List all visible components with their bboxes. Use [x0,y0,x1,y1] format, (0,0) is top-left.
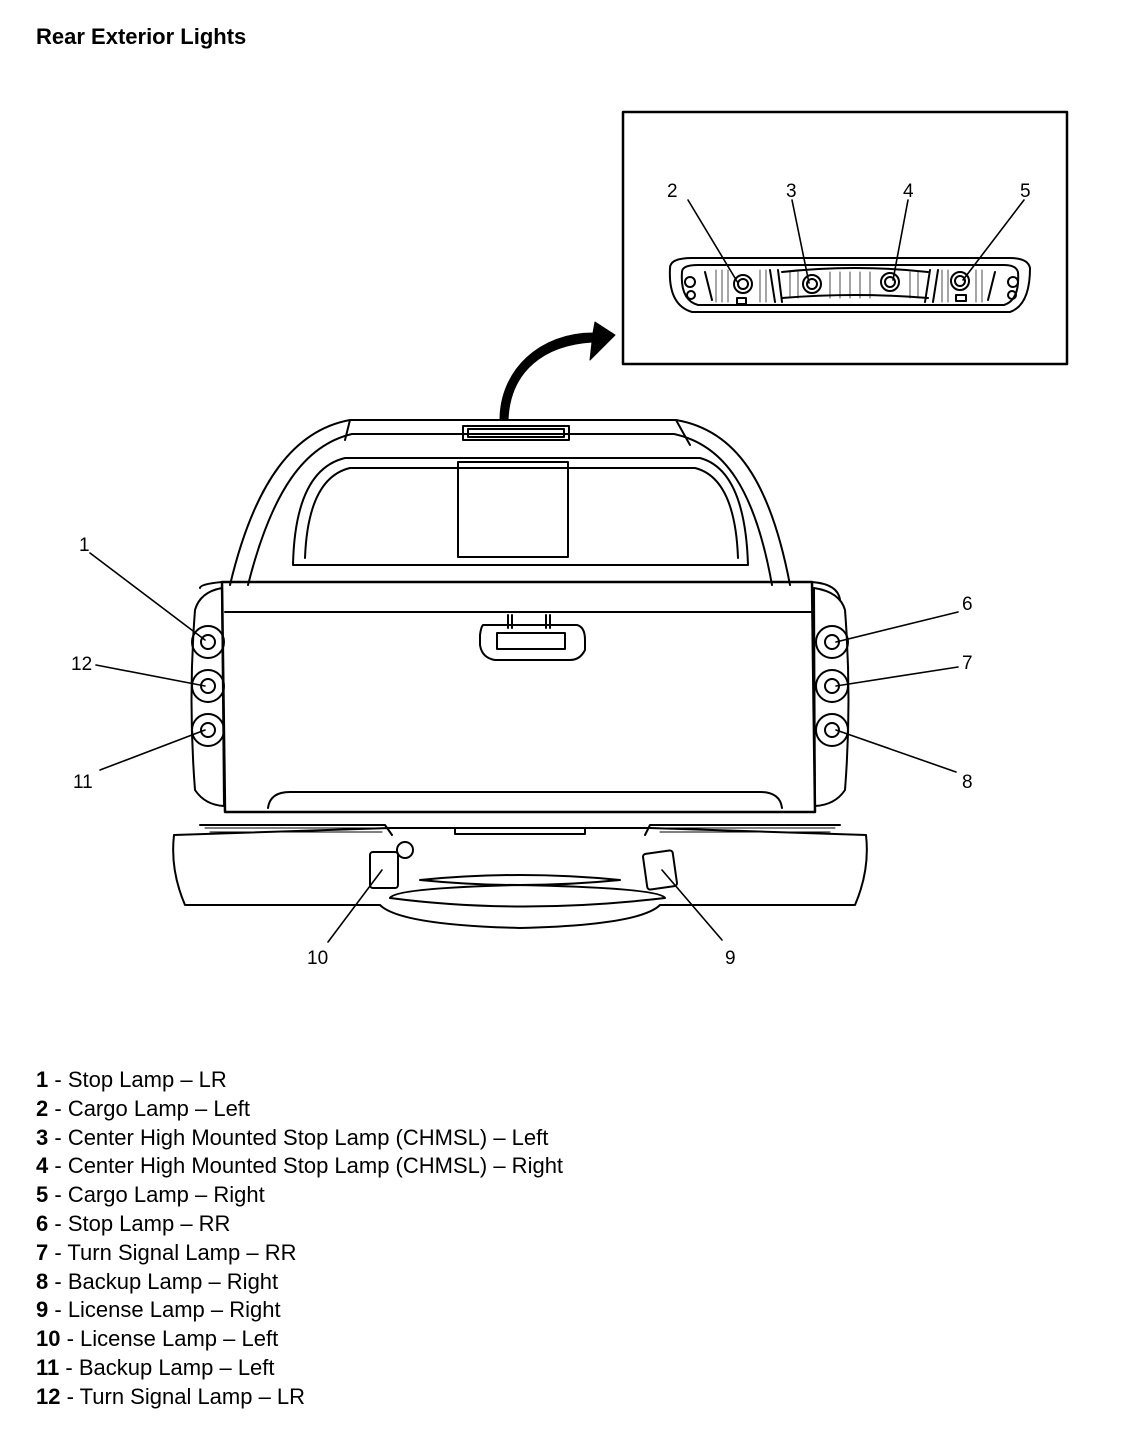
truck-cab [229,419,791,586]
left-tail-lamp [190,587,225,807]
page-title: Rear Exterior Lights [36,24,247,49]
legend-item: 5 - Cargo Lamp – Right [36,1182,265,1208]
legend-item: 1 - Stop Lamp – LR [36,1067,227,1092]
leader-lines [89,199,1025,943]
legend-item: 11 - Backup Lamp – Left [36,1354,275,1380]
legend-item: 3 - Center High Mounted Stop Lamp (CHMSL… [36,1124,549,1150]
callout-6: 6 [962,594,973,615]
callout-4: 4 [903,181,914,202]
legend-item: 4 - Center High Mounted Stop Lamp (CHMSL… [36,1153,564,1179]
legend-item: 8 - Backup Lamp – Right [36,1268,279,1294]
legend-item: 12 - Turn Signal Lamp – LR [36,1383,306,1409]
callout-numbers: 1 2 3 4 5 6 7 8 9 10 11 12 [71,181,1031,969]
legend-item: 9 - License Lamp – Right [36,1297,281,1323]
rear-lights-diagram: 1 2 3 4 5 6 7 8 9 10 11 12 [71,110,1069,969]
callout-8: 8 [962,772,973,793]
callout-2: 2 [667,181,678,202]
right-tail-lamp [813,587,850,807]
callout-5: 5 [1020,181,1031,202]
callout-10: 10 [307,948,328,969]
tailgate [199,580,841,814]
legend: 1 - Stop Lamp – LR 2 - Cargo Lamp – Left… [36,1066,563,1412]
chmsl-inset [621,110,1069,366]
legend-item: 6 - Stop Lamp – RR [36,1210,231,1236]
callout-12: 12 [71,654,92,675]
legend-item: 7 - Turn Signal Lamp – RR [36,1239,297,1265]
callout-9: 9 [725,948,736,969]
legend-item: 2 - Cargo Lamp – Left [36,1095,251,1121]
zoom-arrow [499,321,616,421]
callout-3: 3 [786,181,797,202]
legend-item: 10 - License Lamp – Left [36,1326,279,1352]
callout-11: 11 [73,772,93,793]
callout-7: 7 [962,653,973,674]
rear-bumper [172,824,868,929]
callout-1: 1 [79,535,90,556]
